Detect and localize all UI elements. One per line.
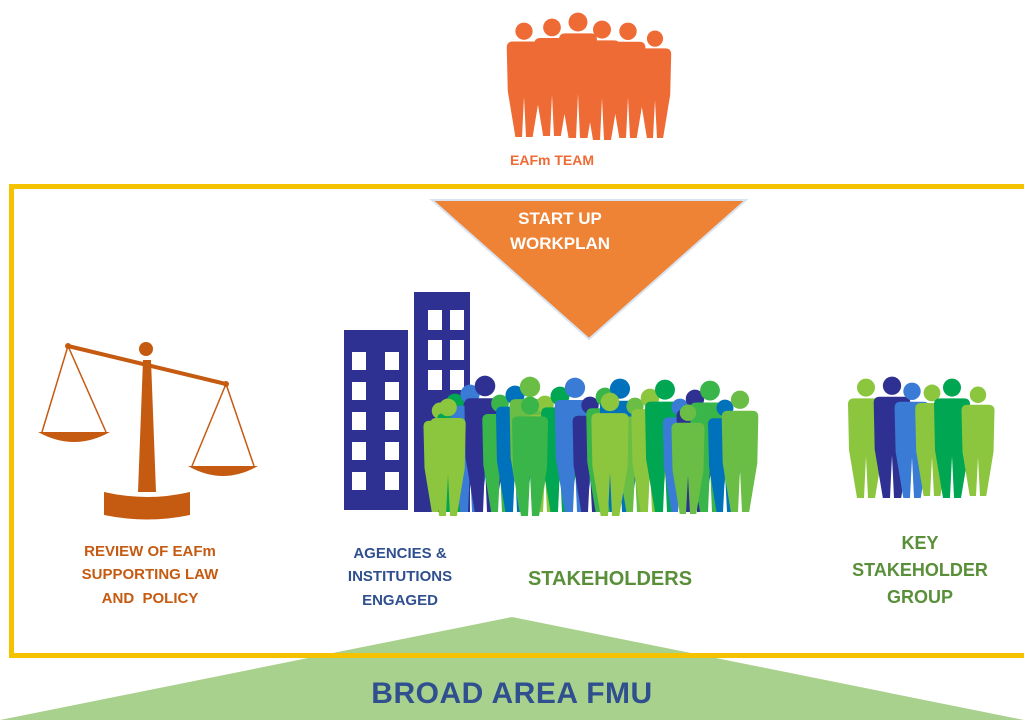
person-silhouette: [721, 390, 759, 512]
fmu-label: BROAD AREA FMU: [371, 677, 653, 710]
building-window: [352, 442, 366, 460]
person-silhouette: [584, 20, 620, 140]
law-line: SUPPORTING LAW: [81, 566, 219, 584]
person-silhouette: [610, 22, 646, 138]
fmu-pyramid: [0, 617, 1024, 720]
key-stakeholder-label: KEY STAKEHOLDER GROUP: [815, 530, 1024, 611]
building-window: [428, 310, 442, 330]
person-silhouette: [934, 378, 970, 498]
building-window: [450, 370, 464, 390]
person-silhouette: [512, 396, 548, 516]
building-window: [428, 340, 442, 360]
building-window: [385, 442, 399, 460]
startup-triangle: [429, 199, 749, 341]
startup-line: START UP: [518, 209, 602, 228]
building-window: [450, 340, 464, 360]
building-window: [385, 382, 399, 400]
startup-line: WORKPLAN: [509, 233, 611, 253]
building-window: [352, 382, 366, 400]
law-review-label: REVIEW OF EAFm SUPPORTING LAW AND POLICY: [30, 540, 270, 610]
agencies-label: AGENCIES & INSTITUTIONS ENGAGED: [320, 542, 480, 612]
key-line: GROUP: [886, 587, 953, 607]
stakeholders-label: STAKEHOLDERS: [527, 568, 693, 590]
law-line: AND POLICY: [101, 589, 199, 607]
building-window: [385, 472, 399, 490]
person-silhouette: [671, 404, 705, 514]
building-window: [352, 412, 366, 430]
building-window: [385, 352, 399, 370]
person-silhouette: [961, 386, 995, 496]
startup-workplan-label: START UP WORKPLAN: [480, 207, 640, 256]
person-silhouette: [591, 392, 629, 516]
building-window: [352, 472, 366, 490]
agency-line: INSTITUTIONS: [347, 568, 453, 586]
agency-line: ENGAGED: [362, 591, 438, 609]
person-silhouette: [430, 398, 466, 516]
team-label: EAFm TEAM: [510, 152, 594, 168]
law-line: REVIEW OF EAFm: [84, 543, 216, 560]
building-window: [428, 370, 442, 390]
key-line: STAKEHOLDER: [852, 560, 988, 580]
person-silhouette: [638, 30, 672, 138]
key-line: KEY: [901, 533, 939, 553]
person-silhouette: [506, 22, 542, 137]
agency-line: AGENCIES &: [353, 545, 447, 562]
building-window: [352, 352, 366, 370]
stakeholder-frame: [9, 184, 1024, 658]
building-window: [385, 412, 399, 430]
building-window: [450, 310, 464, 330]
